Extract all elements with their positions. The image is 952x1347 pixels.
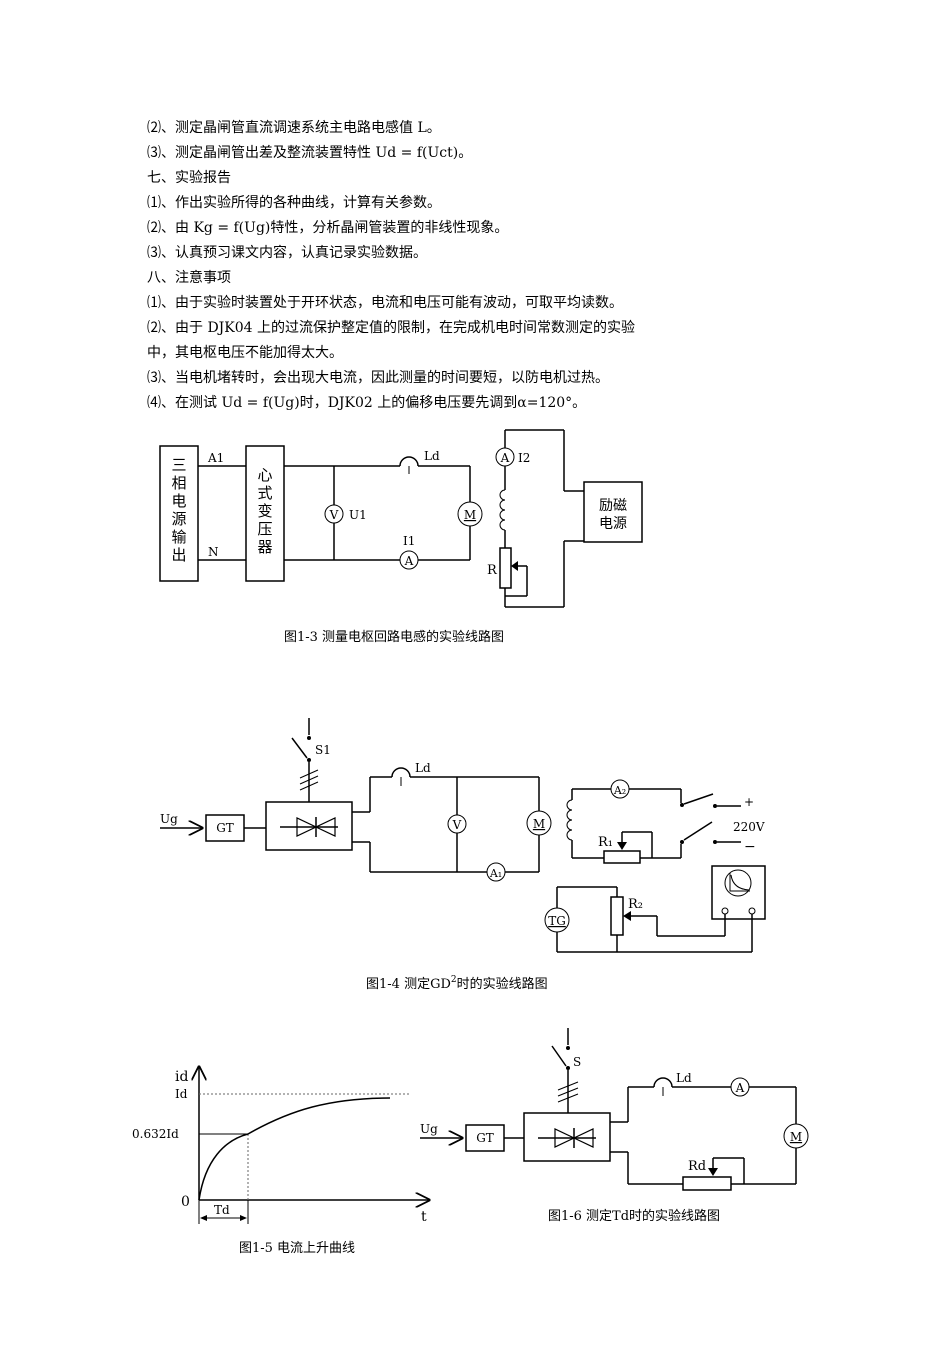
motor	[457, 501, 483, 527]
ld-label: Ld	[424, 449, 440, 463]
r1-label: R₁	[598, 835, 613, 850]
id-level-label: Id	[175, 1087, 188, 1101]
td-label: Td	[214, 1203, 230, 1217]
level-632-label: 0.632Id	[132, 1127, 179, 1141]
transformer-box	[245, 445, 285, 582]
section-heading: 八、注意事项	[147, 270, 231, 286]
field-coil	[566, 799, 573, 841]
three-phase-source-box	[159, 445, 199, 582]
text-line: ⑵、测定晶闸管直流调速系统主电路电感值 L。	[147, 120, 441, 136]
gt-label: GT	[476, 1131, 494, 1145]
i1-label: I1	[403, 534, 415, 548]
resistor-rd	[682, 1176, 732, 1191]
rheostat-r1	[603, 850, 641, 864]
caption-fig-1-5: 图1-5 电流上升曲线	[239, 1241, 355, 1256]
caption-fig-1-4: 图1-4 测定GD2时的实验线路图	[366, 975, 548, 992]
a2-letter: A₂	[613, 784, 626, 797]
voltmeter-letter: V	[452, 818, 462, 832]
ammeter-letter: A	[500, 451, 510, 465]
caption-fig-1-6: 图1-6 测定Td时的实验线路图	[548, 1208, 720, 1224]
origin-label: 0	[181, 1194, 190, 1210]
rd-label: Rd	[688, 1159, 706, 1174]
motor-letter: M	[533, 817, 545, 831]
r2-label: R₂	[628, 897, 643, 912]
field-coil	[499, 489, 506, 531]
text-line: ⑶、测定晶闸管出差及整流装置特性 Ud = f(Uct)。	[147, 145, 473, 161]
voltage-220v-label: 220V	[733, 820, 765, 834]
ug-label: Ug	[420, 1122, 438, 1136]
display-meter-box	[711, 865, 766, 920]
id-axis-label: id	[175, 1069, 188, 1085]
transformer-label: 心式变压器	[257, 466, 272, 556]
ug-label: Ug	[160, 812, 178, 826]
rheostat-r	[499, 547, 512, 589]
a1-letter: A₁	[489, 867, 502, 880]
motor-letter: M	[790, 1130, 802, 1144]
minus-sign: −	[744, 839, 756, 855]
text-line: ⑴、作出实验所得的各种曲线，计算有关参数。	[147, 195, 441, 211]
text-line: 中，其电枢电压不能加得太大。	[147, 345, 343, 361]
switch-s1	[291, 737, 308, 759]
motor-letter: M	[464, 508, 476, 522]
thyristor-bridge	[523, 1112, 611, 1162]
switch-upper	[683, 793, 714, 805]
tg-letter: TG	[548, 914, 566, 928]
switch-lower	[683, 821, 713, 841]
excitation-label: 励磁	[599, 498, 627, 514]
figure-1-5: id Id 0.632Id 0 t Td 图1-5 电流上升曲线	[132, 1067, 429, 1256]
text-line: ⑴、由于实验时装置处于开环状态，电流和电压可能有波动，可取平均读数。	[147, 295, 623, 311]
source-label: 三相电源输出	[171, 456, 186, 564]
voltmeter-u1	[324, 504, 344, 524]
voltmeter-letter: V	[329, 508, 339, 522]
text-line: ⑵、由于 DJK04 上的过流保护整定值的限制，在完成机电时间常数测定的实验	[147, 320, 636, 336]
n-label: N	[208, 545, 219, 559]
text-line: ⑵、由 Kg = f(Ug)特性，分析晶闸管装置的非线性现象。	[147, 220, 509, 236]
plus-sign: +	[744, 795, 754, 809]
ammeter-letter: A	[735, 1081, 745, 1095]
text-line: ⑷、在测试 Ud = f(Ug)时，DJK02 上的偏移电压要先调到α=120°…	[147, 395, 587, 411]
switch-s	[551, 1045, 567, 1067]
excitation-label: 电源	[599, 516, 627, 532]
caption-fig-1-3: 图1-3 测量电枢回路电感的实验线路图	[284, 629, 504, 645]
a1-label: A1	[207, 451, 224, 465]
figure-1-3: 三相电源输出 A1 N 心式变压器 Ld A I1 V U1 M A I2	[159, 429, 643, 645]
s-label: S	[573, 1055, 581, 1069]
i2-label: I2	[518, 451, 530, 465]
s1-label: S1	[315, 743, 331, 757]
excitation-supply-box	[583, 481, 643, 543]
inductor-ld	[399, 456, 419, 467]
section-heading: 七、实验报告	[147, 170, 231, 186]
ld-label: Ld	[676, 1071, 692, 1085]
figure-1-6: S Ug GT Ld A M Rd	[420, 1028, 809, 1224]
thyristor-bridge	[265, 801, 353, 851]
rheostat-r2	[610, 896, 624, 936]
u1-label: U1	[349, 508, 367, 522]
rise-curve	[198, 1097, 391, 1201]
r-label: R	[487, 563, 498, 578]
t-axis-label: t	[421, 1209, 427, 1225]
text-line: ⑶、当电机堵转时，会出现大电流，因此测量的时间要短，以防电机过热。	[147, 370, 609, 386]
text-line: ⑶、认真预习课文内容，认真记录实验数据。	[147, 245, 427, 261]
inductor-ld	[653, 1077, 673, 1088]
gt-label: GT	[216, 821, 234, 835]
figure-1-4: S1 Ug GT Ld A₁ V M	[160, 718, 766, 992]
ld-label: Ld	[415, 761, 431, 775]
ammeter-letter: A	[404, 554, 414, 568]
inductor-ld	[391, 767, 411, 778]
